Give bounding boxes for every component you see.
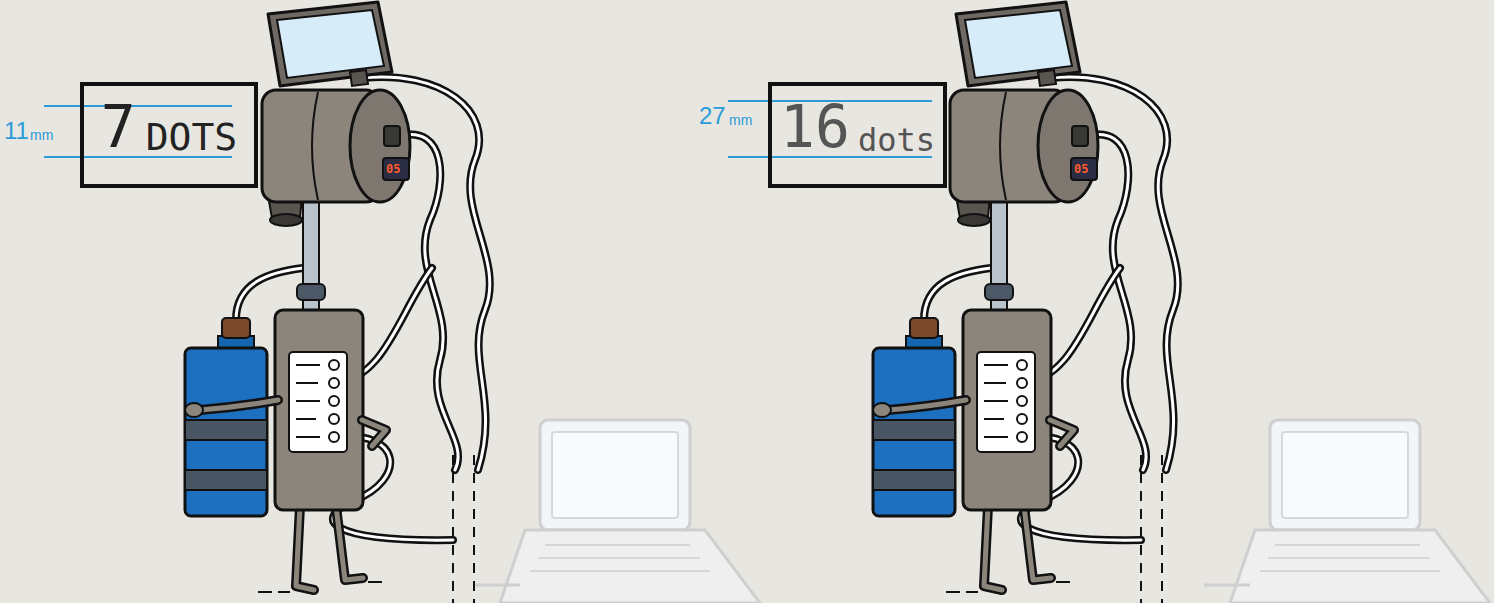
dot-count: 16 [780, 98, 850, 156]
dot-count: 7 [101, 98, 136, 156]
dot-word: DOTS [146, 118, 238, 156]
printer-robot [185, 2, 490, 603]
laptop [1204, 420, 1490, 603]
printer-robot [873, 2, 1178, 603]
dimension-value: 11 [4, 119, 29, 143]
dimension-unit: mm [30, 128, 53, 142]
laptop [474, 420, 760, 603]
sample-print-box: 16dots [768, 82, 947, 188]
sample-print-box: 7 DOTS [80, 82, 258, 188]
dot-word: dots [858, 124, 935, 156]
head-display: 05 [386, 163, 400, 175]
dimension-unit: mm [728, 113, 753, 127]
dimension-value: 27 [698, 104, 727, 128]
head-display: 05 [1074, 163, 1088, 175]
